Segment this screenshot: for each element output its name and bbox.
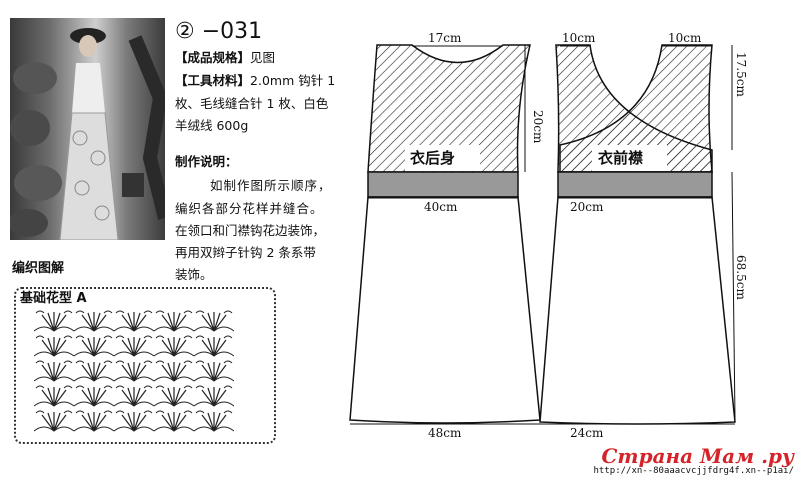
front-shoulder-right-dimension: 10cm	[668, 31, 702, 45]
tools-line3: 羊绒线 600g	[175, 118, 249, 133]
diagram-title: 编织图解	[12, 261, 65, 276]
instruction-line: 如制作图所示顺序，	[210, 178, 332, 193]
back-neck-dimension: 17cm	[428, 31, 462, 45]
instruction-line: 装饰。	[175, 267, 213, 282]
back-piece-label: 衣后身	[410, 149, 456, 167]
back-piece	[349, 44, 541, 424]
front-piece-label: 衣前襟	[598, 149, 644, 167]
tools-line1: 2.0mm 钩针 1	[250, 73, 336, 88]
pattern-title: 基础花型 A	[20, 291, 87, 306]
tools-label: 【工具材料】	[175, 73, 251, 88]
pattern-number: ② −031	[175, 19, 263, 44]
back-hem-dimension: 48cm	[428, 426, 462, 440]
watermark: Страна Мам .ру http://xn--80aaacvcjjfdrg…	[594, 446, 794, 476]
front-waist-dimension: 20cm	[570, 200, 604, 214]
back-waist-dimension: 40cm	[424, 200, 458, 214]
front-length-dimension: 68.5cm	[734, 255, 748, 300]
front-piece	[539, 44, 736, 425]
size-label: 【成品规格】	[175, 50, 251, 65]
instruction-line: 在领口和门襟钩花边装饰，	[175, 223, 326, 238]
instruction-line: 再用双辫子针钩 2 条系带	[175, 245, 316, 260]
front-shoulder-left-dimension: 10cm	[562, 31, 596, 45]
watermark-logo: Страна Мам .ру	[601, 444, 794, 468]
stitch-chart	[34, 309, 234, 434]
back-yoke-dimension: 20cm	[531, 110, 545, 144]
model-photo	[10, 18, 165, 240]
model-photo-illustration	[10, 28, 165, 240]
instruction-line: 编织各部分花样并缝合。	[175, 201, 324, 216]
watermark-url: http://xn--80aaacvcjjfdrg4f.xn--p1ai/	[593, 466, 794, 476]
front-strap-dimension: 17.5cm	[734, 52, 748, 97]
size-value: 见图	[250, 50, 276, 65]
instructions-title: 制作说明：	[175, 154, 238, 169]
tools-line2: 枚、毛线缝合针 1 枚、白色	[175, 96, 329, 111]
stitch-chart-box: 基础花型 A	[14, 287, 276, 444]
front-hem-dimension: 24cm	[570, 426, 604, 440]
dimension-lines	[350, 45, 736, 425]
